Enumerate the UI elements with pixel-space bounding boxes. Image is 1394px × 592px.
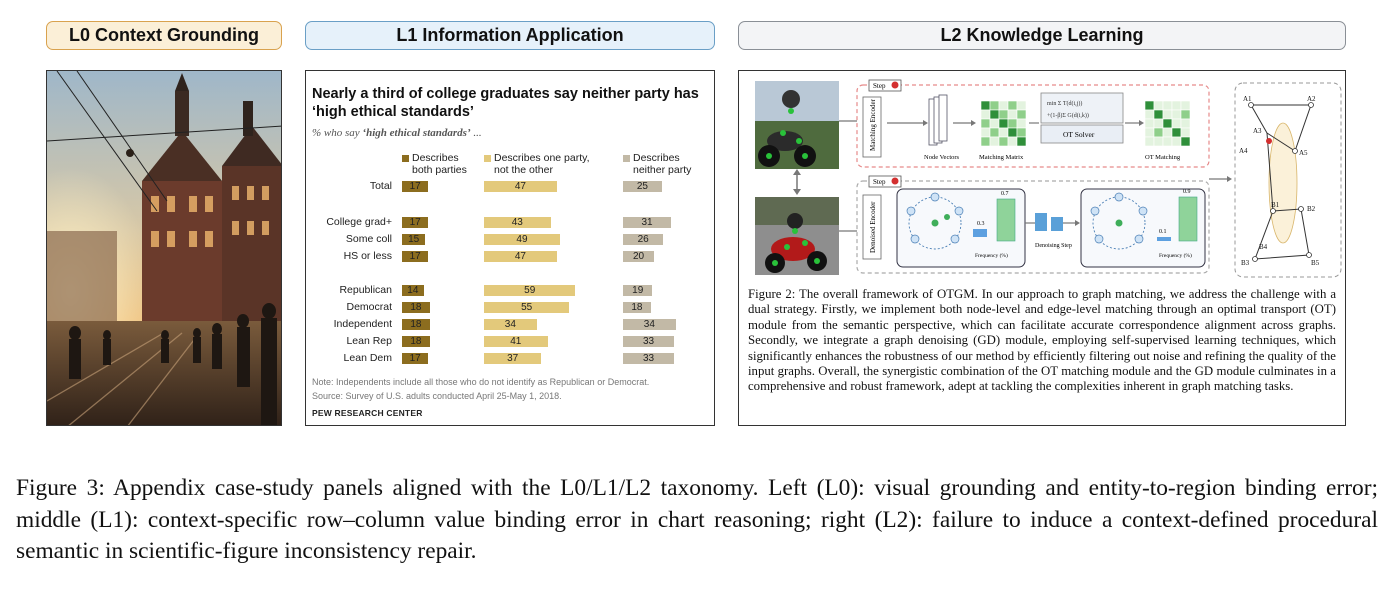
bar-neither: 31 — [623, 217, 672, 228]
bar-one: 37 — [484, 353, 542, 364]
bar-neither: 26 — [623, 234, 664, 245]
bar-both: 18 — [402, 336, 430, 347]
otgm-framework-diagram: Step Matching Encoder Node Vectors Match… — [755, 79, 1342, 278]
pew-logo: PEW RESEARCH CENTER — [312, 408, 423, 418]
chart-source: Source: Survey of U.S. adults conducted … — [312, 391, 562, 401]
bar-both: 17 — [402, 217, 429, 228]
legend-swatch-neither — [623, 155, 630, 162]
legend-one: Describes one party, not the other — [494, 152, 590, 176]
graph-label: A5 — [1299, 149, 1308, 157]
street-scene-image — [47, 71, 281, 425]
step2-label: Step — [873, 178, 886, 186]
graph-label: A3 — [1253, 127, 1262, 135]
frequency-label-2: Frequency (%) — [1159, 252, 1192, 259]
denoised-encoder-label: Denoised Encoder — [869, 201, 877, 253]
bar-both: 15 — [402, 234, 426, 245]
graph-label: B5 — [1311, 259, 1320, 267]
figure3-caption: Figure 3: Appendix case-study panels ali… — [16, 475, 1378, 564]
panel-l0-photo — [46, 70, 282, 426]
ot-matching-label: OT Matching — [1145, 154, 1181, 161]
bar-neither: 33 — [623, 353, 675, 364]
bar-one: 43 — [484, 217, 551, 228]
value-07: 0.7 — [1001, 191, 1009, 197]
bar-one: 47 — [484, 181, 557, 192]
bar-one: 47 — [484, 251, 557, 262]
graph-label: A4 — [1239, 147, 1248, 155]
bar-both: 17 — [402, 353, 429, 364]
value-09: 0.9 — [1183, 189, 1191, 195]
graph-label: B4 — [1259, 243, 1268, 251]
value-01: 0.1 — [1159, 229, 1167, 235]
frequency-label-1: Frequency (%) — [975, 252, 1008, 259]
bar-neither: 25 — [623, 181, 662, 192]
bar-one: 49 — [484, 234, 560, 245]
chart-note: Note: Independents include all those who… — [312, 377, 650, 387]
bar-neither: 18 — [623, 302, 651, 313]
bar-neither: 33 — [623, 336, 675, 347]
svg-text:min Σ T(d(i,j)): min Σ T(d(i,j)) — [1047, 100, 1082, 107]
panel-l2-figure: Step Matching Encoder Node Vectors Match… — [738, 70, 1346, 426]
bar-both: 17 — [402, 181, 429, 192]
graph-label: B3 — [1241, 259, 1250, 267]
panel-l1-chart: Nearly a third of college graduates say … — [305, 70, 715, 426]
graph-label: A1 — [1243, 95, 1252, 103]
bar-both: 14 — [402, 285, 424, 296]
chart-title: Nearly a third of college graduates say … — [312, 86, 699, 120]
legend-both: Describes both parties — [412, 152, 467, 176]
row-label: Some coll — [345, 233, 392, 245]
row-label: College grad+ — [326, 216, 392, 228]
bar-one: 59 — [484, 285, 576, 296]
ot-solver-label: OT Solver — [1063, 130, 1095, 139]
graph-label: A2 — [1307, 95, 1316, 103]
ot-matching-matrix — [1144, 100, 1191, 147]
bar-neither: 34 — [623, 319, 676, 330]
bar-both: 18 — [402, 302, 430, 313]
bar-one: 55 — [484, 302, 570, 313]
figure2-caption: Figure 2: The overall framework of OTGM.… — [748, 287, 1336, 394]
step1-label: Step — [873, 82, 886, 90]
bar-one: 41 — [484, 336, 548, 347]
bar-neither: 19 — [623, 285, 653, 296]
row-label: Independent — [333, 318, 392, 330]
svg-text:+(1-β)Σ G(d(i,k)): +(1-β)Σ G(d(i,k)) — [1047, 112, 1089, 119]
bar-both: 18 — [402, 319, 430, 330]
row-label: Lean Rep — [346, 335, 392, 347]
denoising-step-label: Denoising Step — [1035, 243, 1072, 249]
bar-one: 34 — [484, 319, 537, 330]
row-label: Republican — [339, 284, 392, 296]
graph-label: B2 — [1307, 205, 1316, 213]
legend-swatch-one — [484, 155, 491, 162]
row-label: Lean Dem — [343, 352, 392, 364]
header-l1: L1 Information Application — [305, 21, 715, 50]
bar-neither: 20 — [623, 251, 654, 262]
matching-matrix-label: Matching Matrix — [979, 154, 1024, 161]
graph-label: B1 — [1271, 201, 1280, 209]
chart-subtitle: % who say ‘high ethical standards’ ... — [312, 127, 482, 139]
node-vectors-label: Node Vectors — [924, 154, 960, 161]
legend-swatch-both — [402, 155, 409, 162]
header-l0: L0 Context Grounding — [46, 21, 282, 50]
header-l2: L2 Knowledge Learning — [738, 21, 1346, 50]
row-label: Democrat — [346, 301, 392, 313]
legend-neither: Describes neither party — [633, 152, 692, 176]
matching-encoder-label: Matching Encoder — [869, 98, 877, 151]
bar-both: 17 — [402, 251, 429, 262]
value-03: 0.3 — [977, 221, 985, 227]
row-label: HS or less — [343, 250, 392, 262]
row-label: Total — [369, 180, 392, 192]
matching-matrix — [980, 100, 1027, 147]
